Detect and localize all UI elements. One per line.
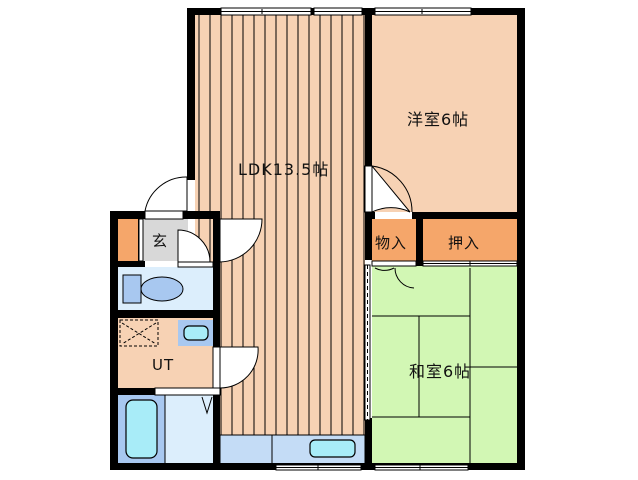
entrance-shoe-box — [118, 219, 138, 261]
utility-label: UT — [152, 356, 175, 374]
japanese-room-floor — [372, 265, 517, 463]
western-room-label: 洋室6帖 — [407, 110, 470, 129]
toilet-tank — [122, 274, 142, 304]
front-door — [144, 176, 188, 212]
washer-space — [119, 319, 159, 347]
washbasin — [183, 325, 209, 341]
toilet-door — [177, 229, 211, 263]
bathtub — [125, 399, 158, 459]
ldk-entrance-door — [219, 218, 263, 263]
storage-door-frame — [371, 260, 417, 267]
swing-doors — [144, 164, 415, 396]
closet-label: 押入 — [448, 234, 481, 252]
entrance-label: 玄 — [152, 232, 169, 250]
japanese-room-label: 和室6帖 — [409, 362, 472, 381]
storage-floor — [372, 219, 416, 261]
ldk-floor-stripes — [198, 15, 365, 435]
windows — [220, 7, 472, 471]
storage-double-door — [374, 267, 415, 289]
western-room-floor — [372, 15, 517, 212]
kitchen-sink — [309, 439, 356, 458]
shoe-box-door — [138, 218, 144, 262]
utility-door — [219, 346, 259, 389]
closet-floor — [423, 219, 517, 261]
sliding-doors — [138, 218, 518, 421]
ldk-label: LDK13.5帖 — [238, 160, 330, 179]
storage-label: 物入 — [375, 234, 408, 252]
toilet-bowl — [140, 276, 184, 302]
shower-icon — [201, 396, 213, 415]
tatami-lines — [372, 268, 517, 463]
